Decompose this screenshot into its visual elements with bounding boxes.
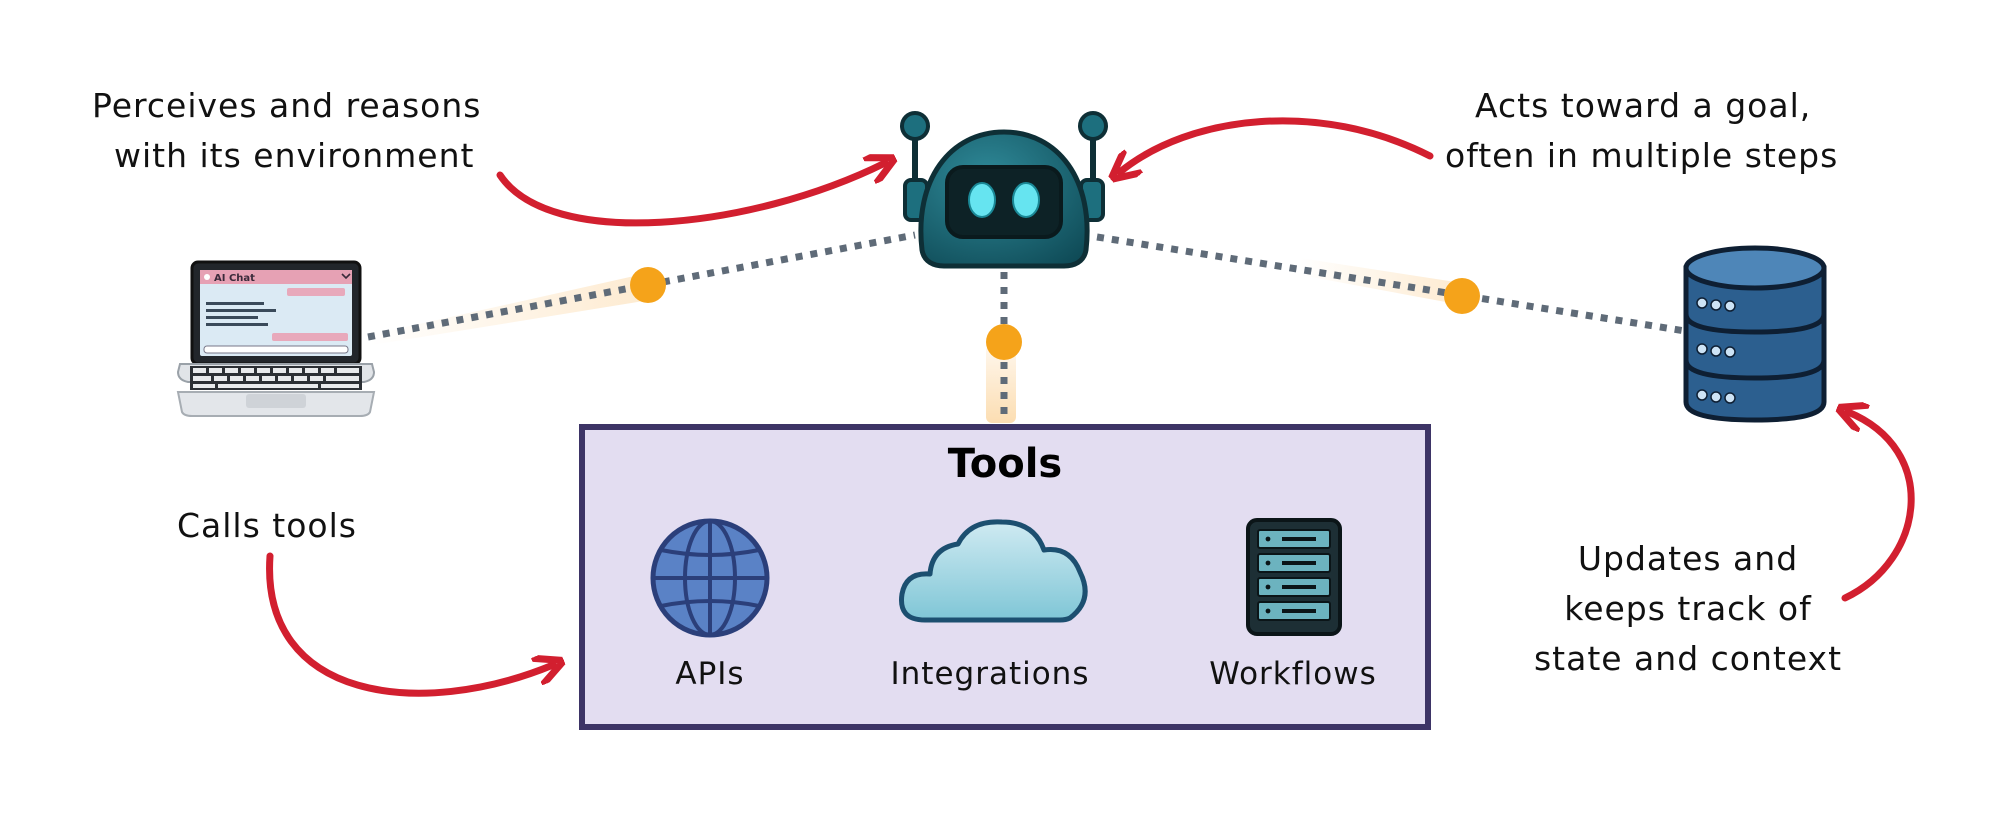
tool-label-workflows: Workflows [1209, 656, 1377, 692]
annotation-updates-line3: state and context [1534, 639, 1842, 678]
arrow-updates [1845, 412, 1915, 602]
arrow-perceives [496, 163, 885, 227]
signal-dot-center [986, 324, 1022, 360]
annotation-updates-line2: keeps track of [1564, 589, 1812, 628]
robot-icon [900, 111, 1108, 269]
annotation-updates-line1: Updates and [1578, 539, 1798, 578]
database-icon [1683, 245, 1827, 423]
connector-agent-database [1096, 233, 1686, 335]
globe-icon [650, 518, 770, 638]
tools-title: Tools [948, 441, 1062, 487]
annotation-acts-line2: often in multiple steps [1445, 136, 1838, 175]
annotation-perceives-line1: Perceives and reasons [92, 86, 481, 125]
annotation-perceives-line2: with its environment [114, 136, 474, 175]
tools-box: Tools APIs Integrations [579, 424, 1431, 730]
tool-label-integrations: Integrations [891, 656, 1090, 692]
annotation-acts-line1: Acts toward a goal, [1475, 86, 1811, 125]
laptop-icon: AI Chat [176, 260, 376, 417]
tool-label-apis: APIs [675, 656, 744, 692]
connector-agent-tools [986, 272, 1016, 423]
chat-title: AI Chat [214, 273, 255, 284]
signal-dot-right [1444, 278, 1480, 314]
arrow-acts [1120, 117, 1434, 172]
arrow-calls [266, 552, 553, 697]
signal-dot-left [630, 267, 666, 303]
server-rack-icon [1246, 518, 1342, 636]
cloud-icon [898, 519, 1088, 623]
annotation-calls-tools: Calls tools [177, 506, 357, 545]
connector-laptop-agent [367, 231, 916, 345]
